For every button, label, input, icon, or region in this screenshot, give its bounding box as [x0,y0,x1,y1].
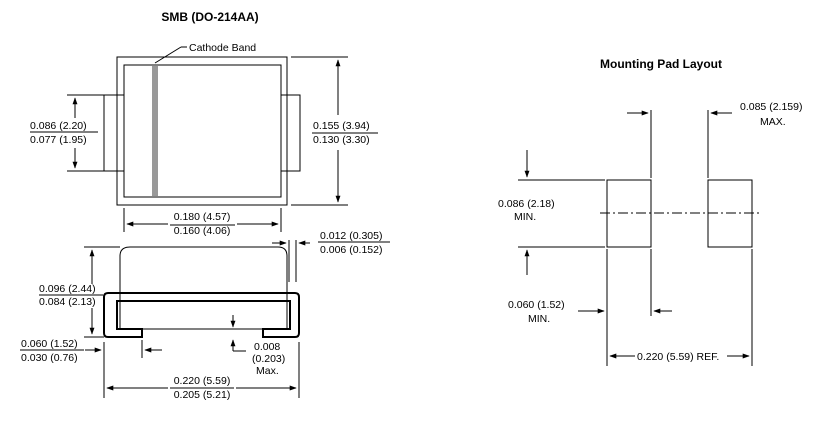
right-lead [280,94,301,172]
cathode-band [152,66,158,196]
body-inner [123,64,282,198]
pad-width-line2: MAX. [760,116,786,128]
pad-width-line1: 0.085 (2.159) [740,101,802,113]
body-length-max: 0.180 (4.57) [174,211,231,223]
overall-max: 0.220 (5.59) [174,375,231,387]
top-view [103,56,301,206]
pad-gap-line2: MIN. [528,313,550,325]
height-max: 0.096 (2.44) [39,283,96,295]
pad-gap-line1: 0.060 (1.52) [508,299,565,311]
body-length-min: 0.160 (4.06) [174,225,231,237]
pad-layout [600,179,762,248]
j-lead [103,292,300,338]
overall-min: 0.205 (5.21) [174,389,231,401]
body-width-min: 0.130 (3.30) [313,134,370,146]
pad-height-line2: MIN. [514,211,536,223]
lead-thick-max: 0.012 (0.305) [320,230,382,242]
standoff-line3: Max. [256,365,279,377]
pad-layout-title: Mounting Pad Layout [600,57,722,71]
standoff-line2: (0.203) [252,353,285,365]
package-title: SMB (DO-214AA) [161,10,258,24]
foot-max: 0.060 (1.52) [21,338,78,350]
side-view [103,246,300,338]
pad-span-label: 0.220 (5.59) REF. [637,351,719,363]
side-body [119,246,288,329]
height-min: 0.084 (2.13) [39,296,96,308]
cathode-leader [154,46,182,64]
lead-width-min: 0.077 (1.95) [30,134,87,146]
standoff-line1: 0.008 [254,341,280,353]
body-outline [116,56,288,206]
left-lead [103,94,125,172]
foot-min: 0.030 (0.76) [21,352,78,364]
pad-height-line1: 0.086 (2.18) [498,198,555,210]
cathode-band-label: Cathode Band [189,42,256,54]
body-width-max: 0.155 (3.94) [313,120,370,132]
lead-width-max: 0.086 (2.20) [30,120,87,132]
lead-thick-min: 0.006 (0.152) [320,244,382,256]
